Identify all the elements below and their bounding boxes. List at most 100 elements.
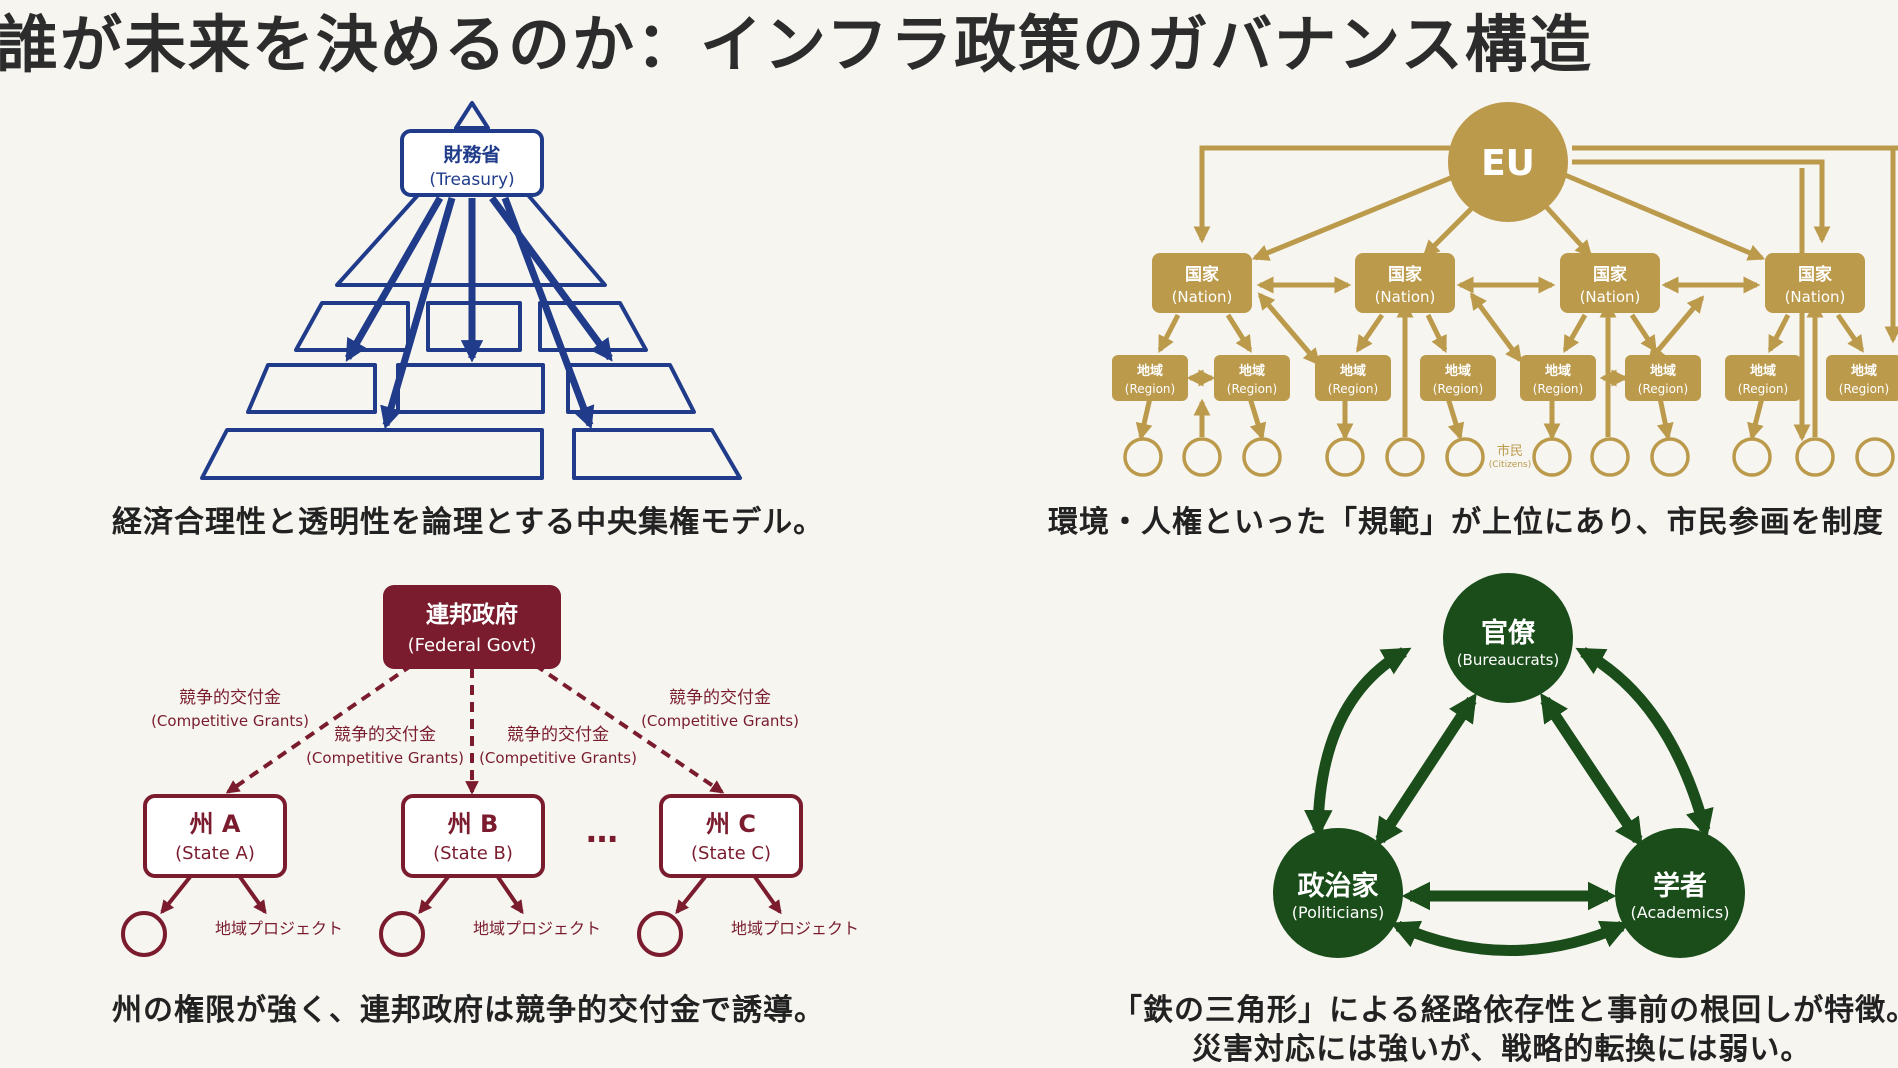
grant-label: 競争的交付金 (669, 688, 771, 708)
citizen-label: 市民 (1497, 443, 1523, 459)
nation-node[interactable]: 国家 (Nation) (1765, 253, 1865, 313)
project-labels: 地域プロジェクト 地域プロジェクト 地域プロジェクト (215, 919, 859, 938)
region-label: 地域 (1650, 363, 1676, 379)
grant-sub: (Competitive Grants) (479, 749, 637, 767)
project-arrows (160, 875, 782, 915)
state-node[interactable]: 州 C (State C) (659, 794, 803, 878)
region-sub: (Region) (1125, 382, 1175, 396)
project-node (121, 911, 167, 957)
region-sub: (Region) (1638, 382, 1688, 396)
region-sub: (Region) (1839, 382, 1889, 396)
project-nodes (121, 911, 683, 957)
politicians-sub: (Politicians) (1292, 903, 1384, 922)
academics-label: 学者 (1653, 870, 1707, 902)
bureaucrats-sub: (Bureaucrats) (1457, 651, 1560, 669)
page-title: 誰が未来を決めるのか：インフラ政策のガバナンス構造 (0, 8, 1593, 81)
treasury-sub: (Treasury) (429, 170, 514, 190)
nation-sub: (Nation) (1172, 288, 1233, 306)
project-label: 地域プロジェクト (731, 919, 859, 938)
bureaucrats-node[interactable]: 官僚 (Bureaucrats) (1443, 573, 1573, 703)
nation-node[interactable]: 国家 (Nation) (1560, 253, 1660, 313)
pyramid-tier-4-right (572, 428, 742, 480)
project-label: 地域プロジェクト (473, 919, 601, 938)
pyramid-tier-3-right (566, 363, 696, 414)
citizen-node (1855, 437, 1895, 477)
grant-label: 競争的交付金 (507, 725, 609, 745)
citizen-sub: (Citizens) (1489, 460, 1532, 470)
bureaucrats-label: 官僚 (1481, 617, 1536, 649)
region-label: 地域 (1340, 363, 1366, 379)
grant-label: 競争的交付金 (334, 725, 436, 745)
nation-node[interactable]: 国家 (Nation) (1355, 253, 1455, 313)
state-node[interactable]: 州 A (State A) (143, 794, 287, 878)
triangle-arrows (1304, 647, 1714, 956)
pyramid-apex (454, 101, 490, 130)
grant-labels: 競争的交付金 (Competitive Grants) 競争的交付金 (Comp… (151, 688, 799, 767)
nation-sub: (Nation) (1785, 288, 1846, 306)
region-node[interactable]: 地域 (Region) (1725, 355, 1801, 401)
region-label: 地域 (1239, 363, 1265, 379)
citizen-node (1732, 437, 1772, 477)
grant-sub: (Competitive Grants) (306, 749, 464, 767)
jp-caption-line1: 「鉄の三角形」による経路依存性と事前の根回しが特徴。 (1112, 993, 1898, 1028)
nation-sub: (Nation) (1375, 288, 1436, 306)
region-node[interactable]: 地域 (Region) (1420, 355, 1496, 401)
politicians-node[interactable]: 政治家 (Politicians) (1273, 828, 1403, 958)
treasury-label: 財務省 (443, 143, 500, 166)
citizen-node (1385, 437, 1425, 477)
us-caption: 州の権限が強く、連邦政府は競争的交付金で誘導。 (112, 993, 825, 1028)
grant-label: 競争的交付金 (179, 688, 281, 708)
region-label: 地域 (1750, 363, 1776, 379)
academics-sub: (Academics) (1631, 903, 1730, 922)
region-sub: (Region) (1433, 382, 1483, 396)
jp-caption-line2: 災害対応には強いが、戦略的転換には弱い。 (1192, 1032, 1812, 1067)
project-label: 地域プロジェクト (215, 919, 343, 938)
federal-node[interactable]: 連邦政府 (Federal Govt) (383, 585, 561, 669)
project-node (379, 911, 425, 957)
region-sub: (Region) (1227, 382, 1277, 396)
nation-label: 国家 (1593, 264, 1627, 285)
region-sub: (Region) (1328, 382, 1378, 396)
grant-sub: (Competitive Grants) (641, 712, 799, 730)
region-label: 地域 (1545, 363, 1571, 379)
state-sub: (State B) (433, 843, 513, 864)
citizen-node (1182, 437, 1222, 477)
pyramid-tier-2-left (294, 301, 410, 352)
eu-caption: 環境・人権といった「規範」が上位にあり、市民参画を制度 (1048, 505, 1884, 540)
region-node[interactable]: 地域 (Region) (1112, 355, 1188, 401)
treasury-arrows (344, 195, 613, 430)
citizen-node (1242, 437, 1282, 477)
state-label: 州 C (706, 810, 756, 838)
politicians-label: 政治家 (1298, 870, 1379, 902)
grant-arrows (225, 663, 725, 795)
state-label: 州 B (448, 810, 499, 838)
nation-node[interactable]: 国家 (Nation) (1152, 253, 1252, 313)
region-node[interactable]: 地域 (Region) (1625, 355, 1701, 401)
region-node[interactable]: 地域 (Region) (1214, 355, 1290, 401)
state-sub: (State A) (175, 843, 255, 864)
region-node[interactable]: 地域 (Region) (1826, 355, 1898, 401)
region-label: 地域 (1137, 363, 1163, 379)
region-node[interactable]: 地域 (Region) (1520, 355, 1596, 401)
region-sub: (Region) (1533, 382, 1583, 396)
pyramid-tier-3-left (246, 363, 377, 414)
eu-node[interactable]: EU (1448, 102, 1568, 222)
nation-label: 国家 (1798, 264, 1832, 285)
region-node[interactable]: 地域 (Region) (1315, 355, 1391, 401)
state-node[interactable]: 州 B (State B) (401, 794, 545, 878)
states-ellipsis: … (586, 812, 618, 850)
state-label: 州 A (190, 810, 241, 838)
grant-sub: (Competitive Grants) (151, 712, 309, 730)
citizen-node (1590, 437, 1630, 477)
region-label: 地域 (1851, 363, 1877, 379)
academics-node[interactable]: 学者 (Academics) (1615, 828, 1745, 958)
federal-sub: (Federal Govt) (408, 635, 537, 656)
eu-arrows (1135, 145, 1898, 442)
nation-label: 国家 (1388, 264, 1422, 285)
citizen-node (1795, 437, 1835, 477)
pyramid-tier-3-center (396, 363, 545, 414)
citizen-node (1532, 437, 1572, 477)
treasury-node[interactable]: 財務省 (Treasury) (400, 129, 544, 197)
citizen-node (1325, 437, 1365, 477)
